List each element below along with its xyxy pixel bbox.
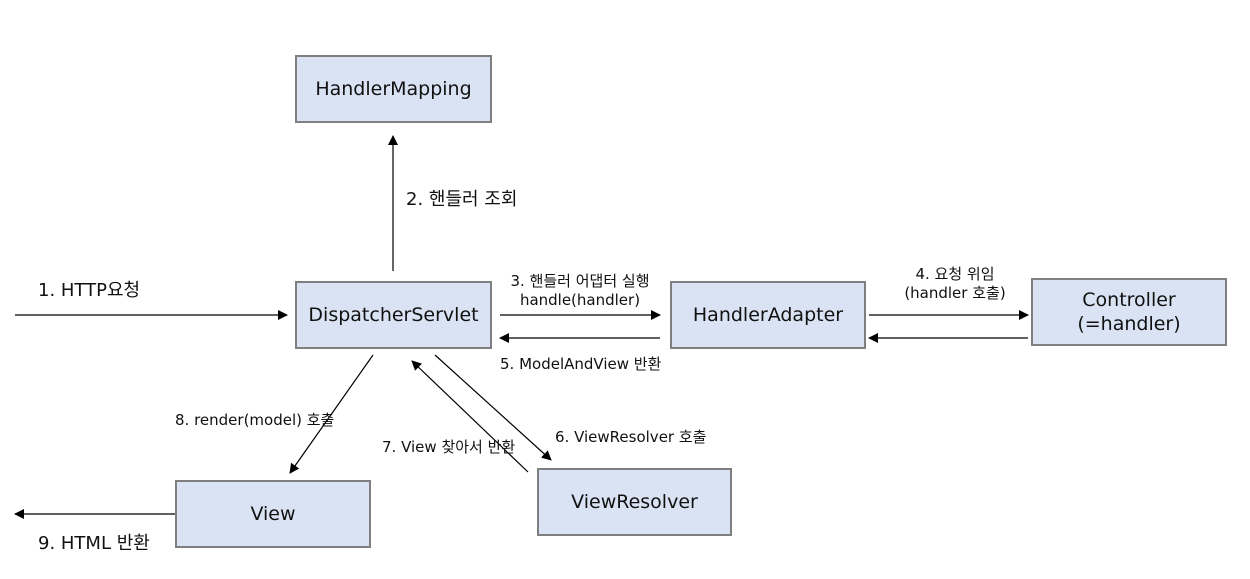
step2-label: 2. 핸들러 조회 bbox=[406, 189, 518, 210]
step1-label: 1. HTTP요청 bbox=[38, 280, 141, 301]
handler-adapter-label: HandlerAdapter bbox=[692, 304, 844, 326]
view-resolver-label: ViewResolver bbox=[571, 491, 698, 513]
dispatcher-servlet-box: DispatcherServlet bbox=[295, 281, 492, 349]
step3-call: handle(handler) bbox=[519, 291, 641, 309]
step3-title: 3. 핸들러 어댑터 실행 bbox=[510, 272, 650, 290]
step6-label: 6. ViewResolver 호출 bbox=[555, 428, 707, 446]
step5-label: 5. ModelAndView 반환 bbox=[500, 355, 662, 373]
step4-title: 4. 요청 위임 bbox=[915, 265, 995, 283]
dispatcher-servlet-label: DispatcherServlet bbox=[308, 304, 479, 326]
handler-mapping-label: HandlerMapping bbox=[315, 78, 472, 100]
step9-label: 9. HTML 반환 bbox=[38, 533, 150, 554]
controller-label: Controller bbox=[1082, 289, 1176, 311]
view-box: View bbox=[175, 480, 371, 548]
view-resolver-box: ViewResolver bbox=[537, 468, 732, 536]
controller-handler-label: (=handler) bbox=[1077, 313, 1181, 335]
arrow-view-found-return bbox=[411, 360, 529, 473]
controller-box: Controller (=handler) bbox=[1031, 278, 1227, 346]
view-label: View bbox=[250, 503, 296, 525]
arrow-viewresolver-call bbox=[434, 354, 552, 461]
step3-label: 3. 핸들러 어댑터 실행 handle(handler) bbox=[500, 272, 660, 310]
handler-adapter-box: HandlerAdapter bbox=[670, 281, 866, 349]
step4-label: 4. 요청 위임 (handler 호출) bbox=[880, 265, 1030, 303]
step7-label: 7. View 찾아서 반환 bbox=[382, 438, 516, 456]
arrow-render-call bbox=[289, 354, 374, 474]
step4-call: (handler 호출) bbox=[904, 284, 1006, 302]
handler-mapping-box: HandlerMapping bbox=[295, 55, 492, 123]
step8-label: 8. render(model) 호출 bbox=[175, 411, 335, 429]
